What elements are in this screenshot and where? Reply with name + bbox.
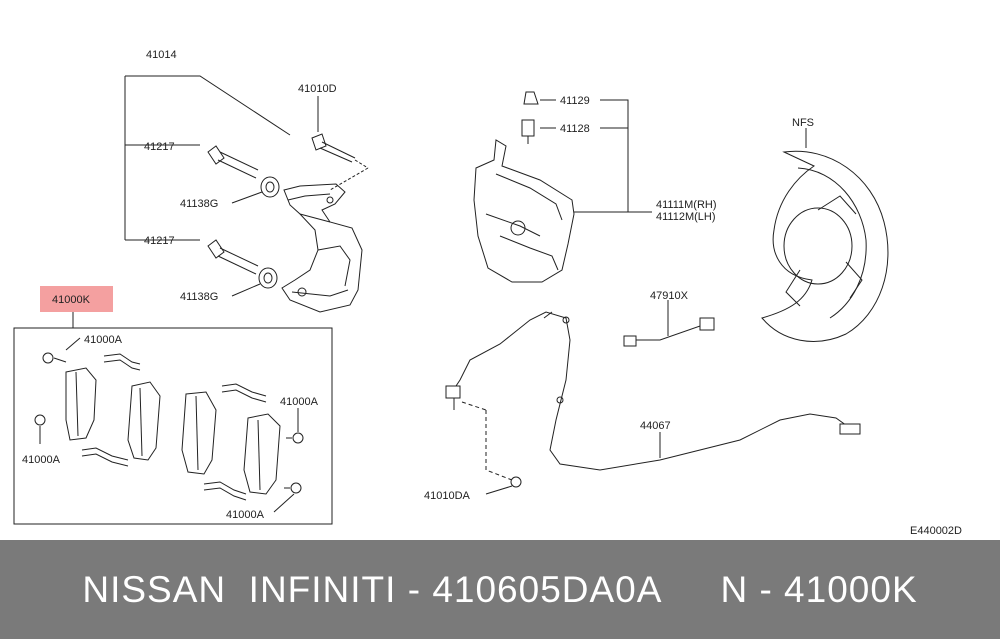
label-41128: 41128	[560, 123, 590, 135]
caliper-bracket-group	[124, 75, 369, 313]
pad-clips	[81, 353, 267, 501]
label-44067: 44067	[640, 420, 671, 432]
label-41000K: 41000K	[52, 294, 91, 306]
label-41000A-4: 41000A	[226, 509, 265, 521]
brake-pad-1	[65, 367, 97, 441]
footer-brand: NISSAN INFINITI - 410605DA0A	[82, 568, 663, 610]
abs-bracket-bolt	[485, 476, 522, 495]
parts-diagram: 41014 41010D 41217 41138G 41217 41138G 4…	[13, 49, 962, 537]
label-NFS: NFS	[792, 117, 814, 129]
label-41111M: 41111M(RH)	[656, 199, 717, 211]
guide-pin-bottom	[207, 239, 259, 275]
brake-pad-4	[243, 413, 281, 495]
pin-boot-bottom	[231, 267, 278, 297]
caliper-body-group	[473, 91, 652, 283]
footer-part: N - 41000K	[720, 568, 918, 610]
wear-sensor	[623, 300, 715, 347]
label-41000A-2: 41000A	[22, 454, 61, 466]
label-41010D: 41010D	[298, 83, 337, 95]
caliper-bracket	[281, 183, 363, 313]
label-41014: 41014	[146, 49, 177, 61]
footer-banner: NISSAN INFINITI - 410605DA0A N - 41000K	[0, 540, 1000, 639]
label-41217-bottom: 41217	[144, 235, 175, 247]
label-41112M: 41112M(LH)	[656, 211, 716, 223]
label-41010DA: 41010DA	[424, 490, 471, 502]
bleeder-screw	[521, 119, 535, 144]
pad-kit-box	[13, 327, 333, 525]
label-41138G-top: 41138G	[180, 198, 218, 210]
dust-shield	[761, 128, 889, 342]
brake-pad-2	[127, 381, 161, 461]
guide-pin-top	[207, 145, 259, 179]
pad-screws	[34, 337, 304, 513]
caliper-bolt-41010D	[311, 96, 369, 191]
label-41129: 41129	[560, 95, 590, 107]
diagram-code: E440002D	[910, 525, 962, 537]
abs-sensor-harness	[445, 311, 861, 495]
bleeder-cap	[523, 91, 539, 105]
label-41000A-3: 41000A	[280, 396, 319, 408]
pad-kit-group	[13, 286, 333, 525]
label-41217-top: 41217	[144, 141, 175, 153]
pin-boot-top	[231, 176, 280, 204]
label-41000A-1: 41000A	[84, 334, 123, 346]
label-47910X: 47910X	[650, 290, 689, 302]
pad-kit-highlight	[40, 286, 113, 312]
label-41138G-bottom: 41138G	[180, 291, 218, 303]
brake-pad-3	[181, 391, 217, 475]
